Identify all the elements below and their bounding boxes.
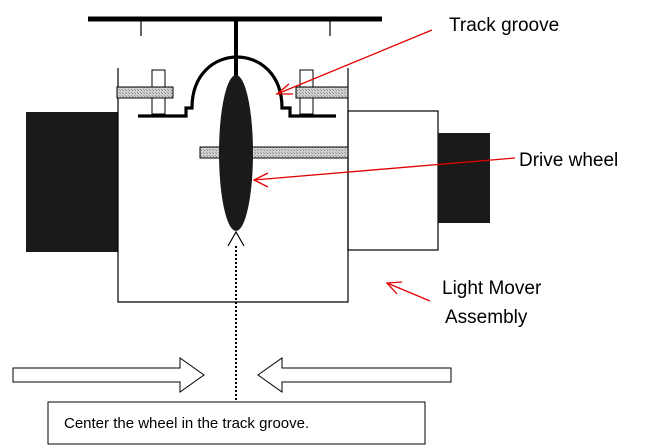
drive-wheel-pointer — [252, 157, 516, 188]
axle-shaft — [199, 146, 349, 159]
track-groove-profile — [138, 55, 336, 118]
right-motor-block — [438, 133, 490, 223]
track-groove-pointer — [275, 29, 433, 95]
track-groove-label: Track groove — [449, 15, 559, 36]
assembly-pointer — [385, 281, 431, 302]
right-housing — [347, 110, 439, 251]
caption-text: Center the wheel in the track groove. — [64, 415, 309, 432]
track-rail — [88, 16, 382, 80]
center-arrowhead — [227, 230, 245, 247]
arrow-right-outline-icon — [12, 357, 205, 393]
caption-box — [47, 401, 426, 445]
left-plate — [116, 86, 174, 99]
arrow-left-outline-icon — [257, 357, 452, 393]
assembly-label-line1: Light Mover — [442, 278, 542, 299]
right-plate — [295, 86, 349, 99]
left-motor-block — [26, 112, 118, 252]
assembly-label-line2: Assembly — [445, 307, 528, 328]
assembly-frame — [117, 68, 349, 303]
drive-wheel — [219, 75, 253, 231]
drive-wheel-label: Drive wheel — [519, 150, 618, 171]
